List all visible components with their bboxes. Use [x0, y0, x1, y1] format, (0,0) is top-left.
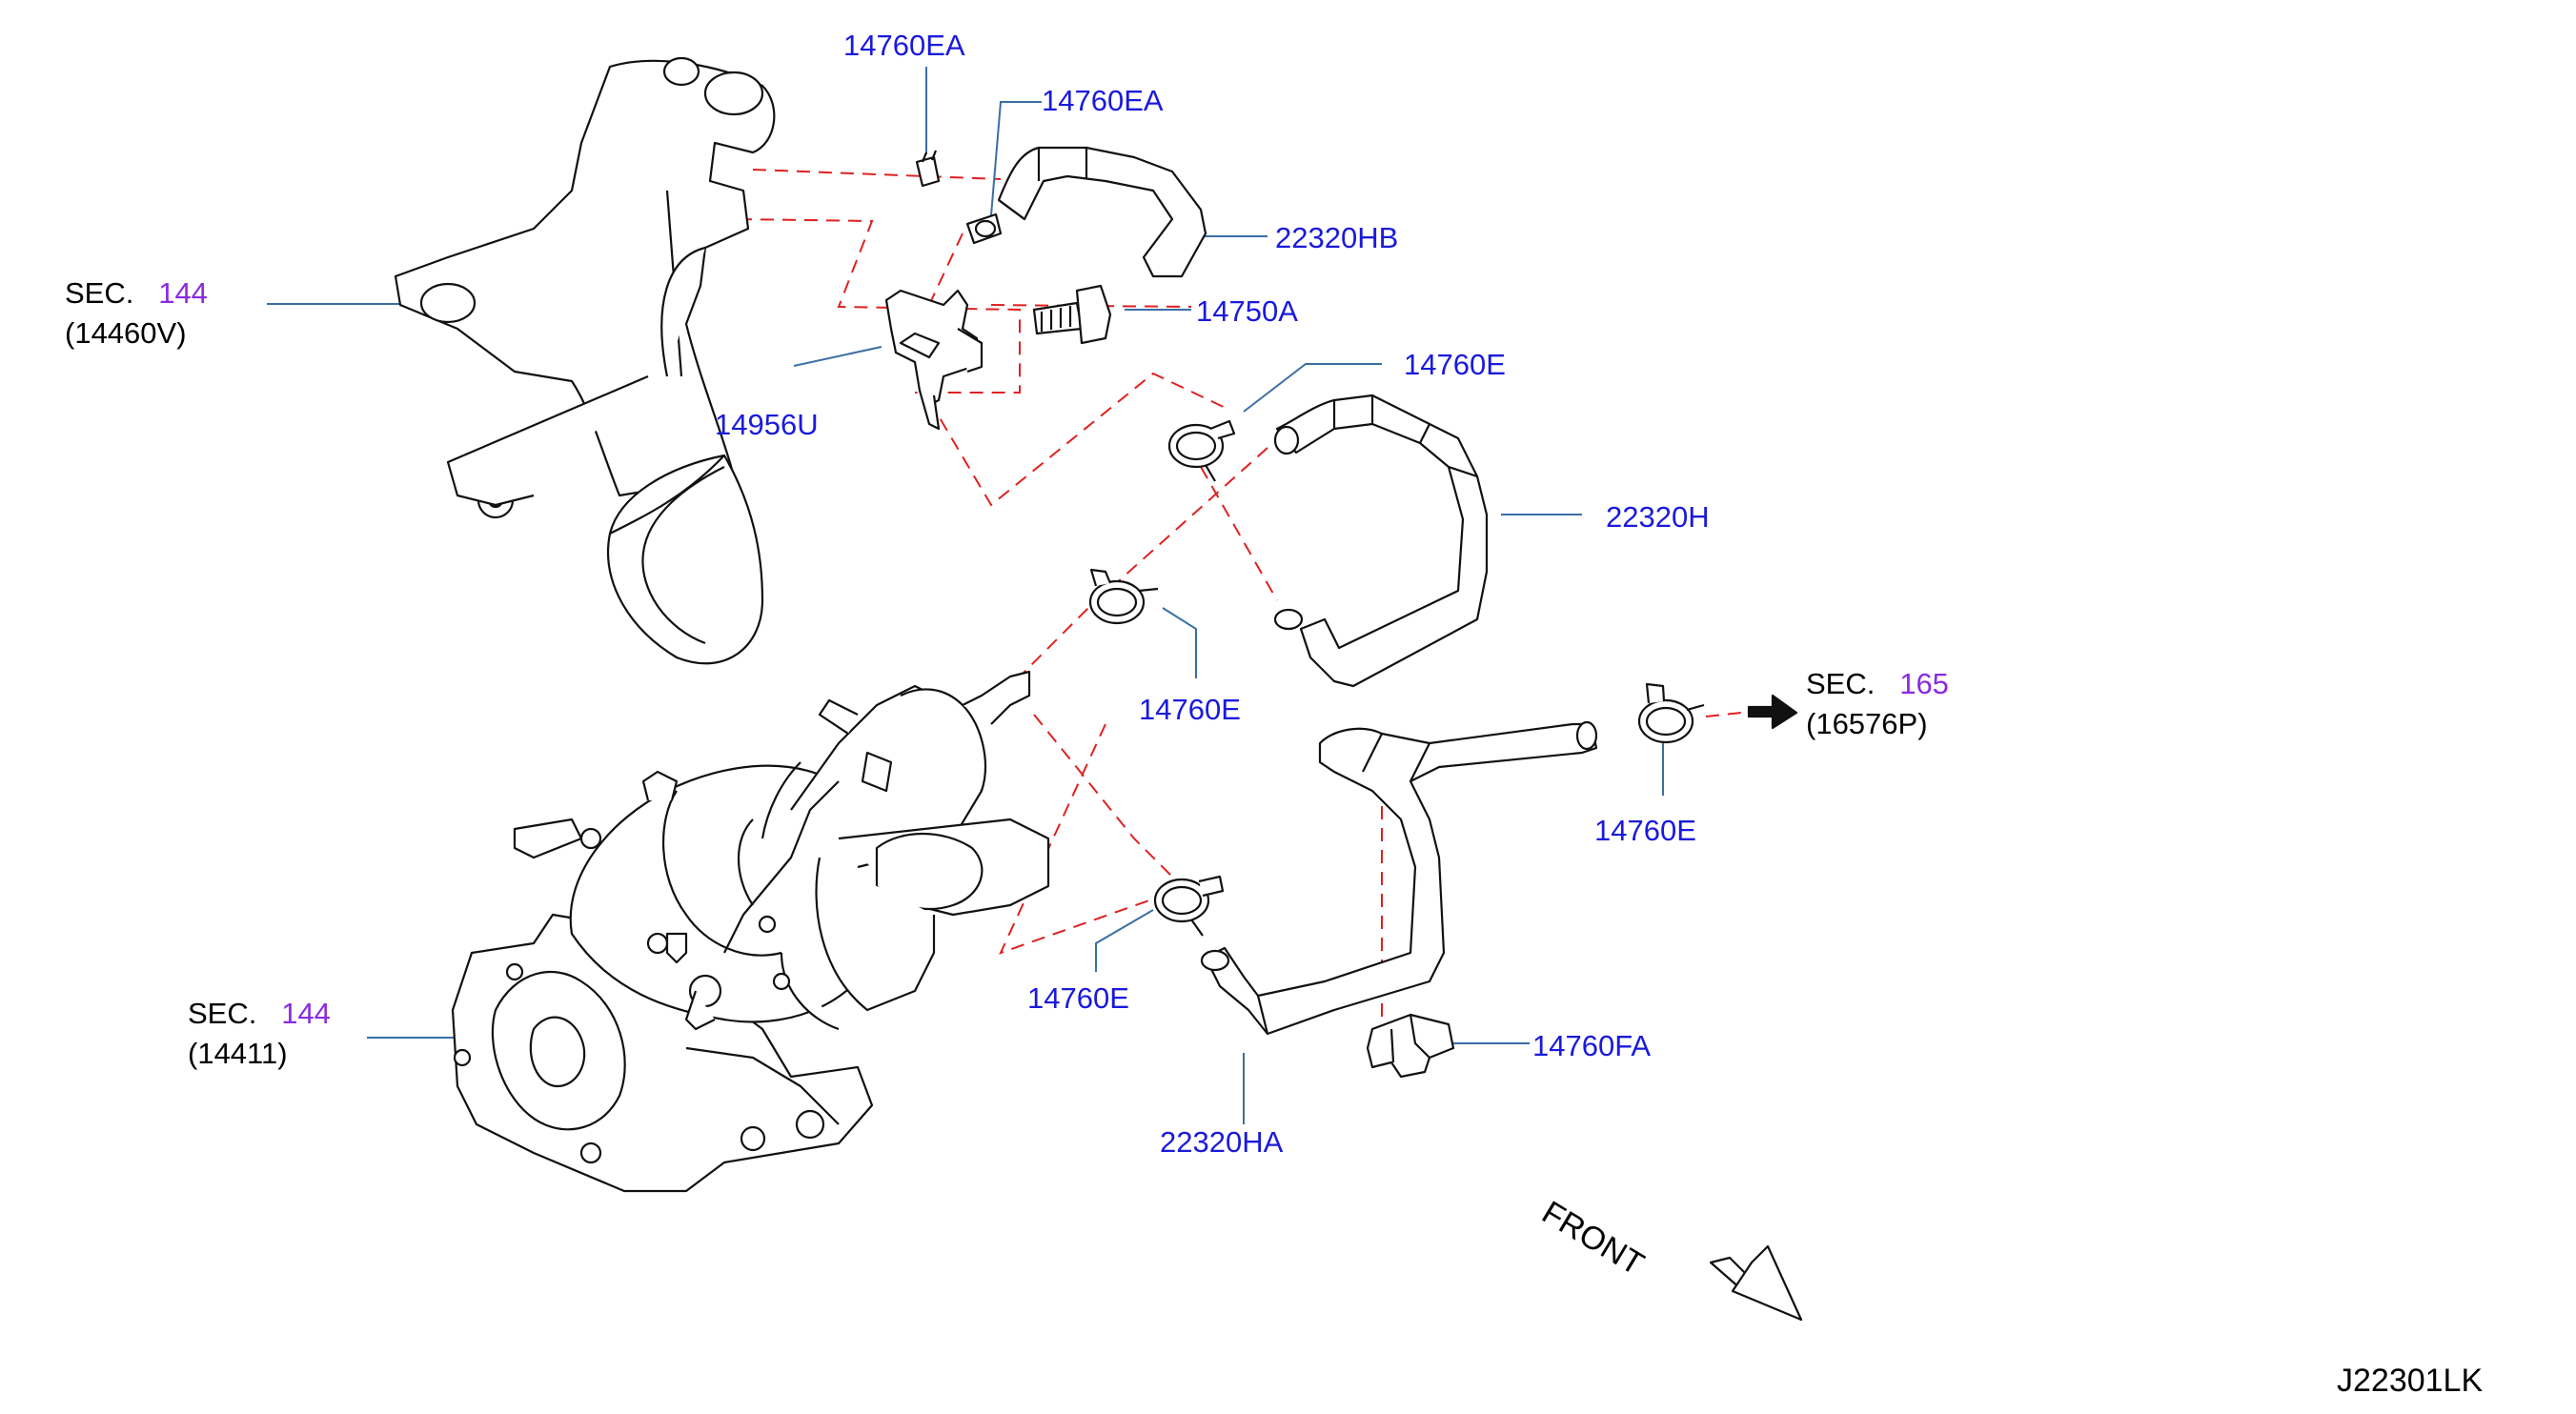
- part-label-14760e[interactable]: 14760E: [1027, 981, 1129, 1015]
- solenoid-valve: [884, 289, 984, 431]
- sec-165-arrow: [1747, 694, 1798, 730]
- part-label-14750a[interactable]: 14750A: [1196, 294, 1298, 328]
- part-label-22320ha[interactable]: 22320HA: [1160, 1125, 1284, 1159]
- section-code: (14460V): [65, 316, 187, 350]
- hose-22320ha: [1200, 720, 1598, 1036]
- part-label-14760fa[interactable]: 14760FA: [1532, 1029, 1652, 1062]
- section-number-link[interactable]: 144: [281, 997, 331, 1030]
- section-code: (16576P): [1806, 707, 1928, 740]
- turbocharger: [451, 670, 1050, 1193]
- section-ref-165: SEC. 165: [1806, 669, 1949, 698]
- section-ref-144-turbo: SEC. 144: [188, 999, 331, 1028]
- intake-duct: [394, 56, 776, 665]
- clamp-14760e-3: [1153, 875, 1225, 937]
- hose-22320h: [1273, 394, 1489, 688]
- bolt: [1032, 284, 1112, 345]
- section-number-link[interactable]: 144: [158, 276, 208, 310]
- clamp-14760ea-lower: [965, 212, 1003, 245]
- part-label-22320h[interactable]: 22320H: [1606, 500, 1710, 534]
- section-prefix: SEC.: [1806, 667, 1876, 700]
- part-label-14760e[interactable]: 14760E: [1139, 693, 1241, 726]
- section-number-link[interactable]: 165: [1899, 667, 1949, 700]
- section-prefix: SEC.: [188, 997, 257, 1030]
- part-label-14760ea[interactable]: 14760EA: [1042, 84, 1164, 117]
- section-ref-144-intake: SEC. 144: [65, 278, 208, 308]
- clamp-14760ea-upper: [915, 150, 941, 188]
- part-label-14760ea[interactable]: 14760EA: [843, 29, 965, 62]
- part-label-22320hb[interactable]: 22320HB: [1275, 221, 1399, 254]
- diagram-code: J22301LK: [2337, 1363, 2484, 1399]
- clip-14760fa: [1366, 1013, 1455, 1079]
- part-label-14956u[interactable]: 14956U: [715, 408, 819, 441]
- clamp-14760e-2: [1088, 568, 1159, 625]
- front-arrow-icon: [1709, 1244, 1803, 1322]
- leader-lines: [267, 67, 1664, 1124]
- section-prefix: SEC.: [65, 276, 134, 310]
- clamp-14760e-4: [1637, 682, 1705, 744]
- part-label-14760e[interactable]: 14760E: [1594, 814, 1696, 847]
- component-outlines: [394, 56, 1803, 1322]
- clamp-14760e-1: [1167, 419, 1236, 482]
- part-label-14760e[interactable]: 14760E: [1404, 348, 1506, 381]
- hose-22320hb: [997, 146, 1207, 278]
- section-code: (14411): [188, 1037, 288, 1070]
